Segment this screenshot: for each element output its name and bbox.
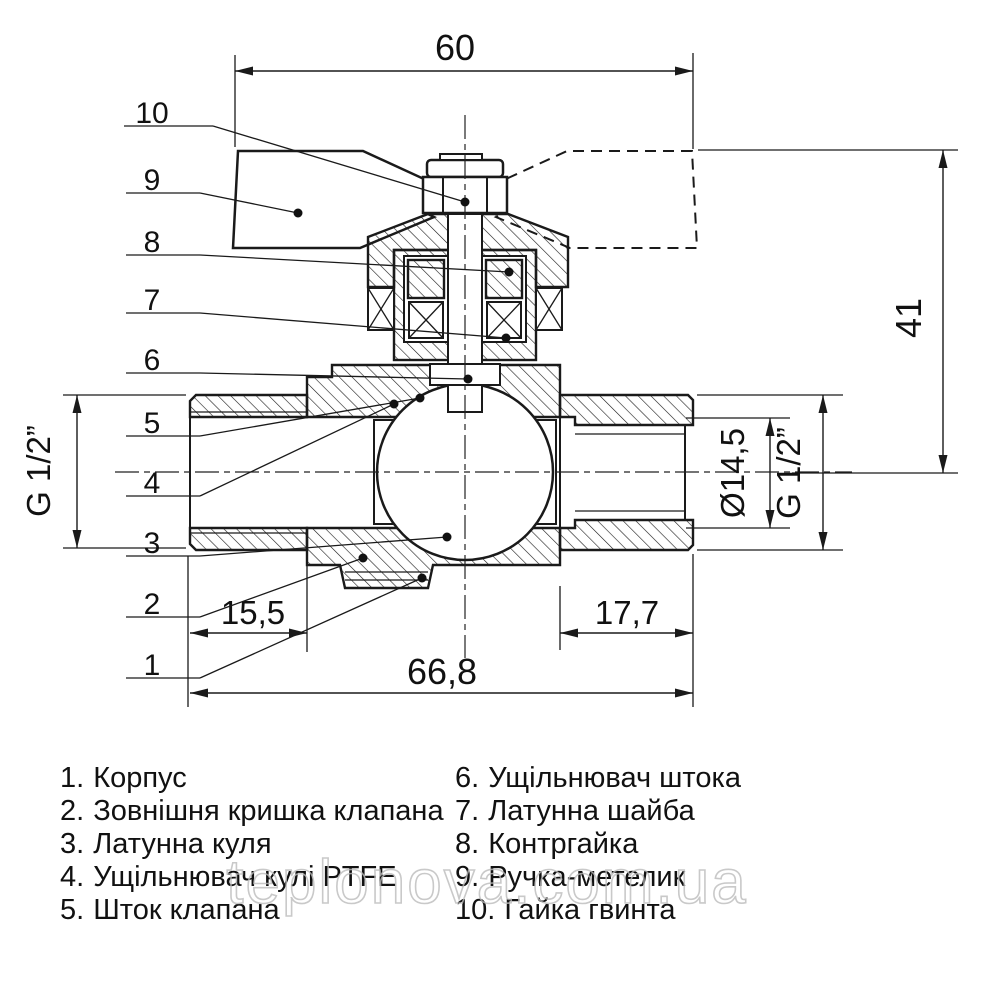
callout-5: 5 [126, 393, 425, 440]
screw-cap-boss [439, 153, 483, 161]
part-number: 2. [60, 795, 85, 827]
callout-9: 9 [126, 164, 303, 218]
parts-list-right-column: 6.Ущільнювач штока 7.Латунна шайба 8.Кон… [455, 762, 741, 927]
callout-number: 8 [144, 226, 161, 259]
callout-number: 9 [144, 164, 161, 197]
dimension-top-width: 60 [234, 27, 694, 149]
part-name: Латунна куля [93, 828, 272, 860]
callout-number: 2 [144, 588, 161, 621]
parts-list-item: 4.Ущільнювач кулі PTFE [60, 861, 444, 894]
callout-number: 5 [144, 407, 161, 440]
dimension-label-total-length: 66,8 [407, 651, 477, 692]
part-name: Контргайка [488, 828, 639, 860]
parts-list-item: 9.Ручка-метелик [455, 861, 741, 894]
part-name: Ущільнювач штока [488, 762, 741, 794]
parts-list-item: 7.Латунна шайба [455, 795, 741, 828]
parts-list-item: 1.Корпус [60, 762, 444, 795]
dimension-right-port-length: 17,7 [559, 586, 693, 650]
parts-list-item: 10.Гайка гвинта [455, 894, 741, 927]
part-number: 8. [455, 828, 480, 860]
dimension-height-to-handle: 41 [698, 149, 958, 474]
part-name: Латунна шайба [488, 795, 695, 827]
part-number: 6. [455, 762, 480, 794]
dimension-label-right-thread: G 1/2” [770, 427, 807, 519]
parts-list-item: 8.Контргайка [455, 828, 741, 861]
parts-list-item: 5.Шток клапана [60, 894, 444, 927]
dimension-bore-diameter: Ø14,5 [686, 417, 790, 529]
dimension-label-height-to-handle: 41 [888, 298, 929, 338]
callout-number: 6 [144, 344, 161, 377]
callout-number: 10 [135, 97, 168, 130]
part-name: Гайка гвинта [504, 894, 676, 926]
parts-list-item: 2.Зовнішня кришка клапана [60, 795, 444, 828]
part-number: 4. [60, 861, 85, 893]
callout-number: 7 [144, 284, 161, 317]
dimension-left-thread-length: 15,5 [190, 548, 308, 652]
parts-list-item: 6.Ущільнювач штока [455, 762, 741, 795]
dimension-label-right-port-length: 17,7 [595, 594, 659, 631]
callout-number: 4 [144, 467, 161, 500]
callout-3: 3 [126, 527, 452, 560]
callout-2: 2 [126, 553, 368, 621]
part-name: Шток клапана [93, 894, 280, 926]
packing-box-right [535, 287, 563, 331]
dimension-total-length: 66,8 [187, 554, 694, 707]
part-name: Корпус [93, 762, 187, 794]
part-number: 3. [60, 828, 85, 860]
callout-6: 6 [126, 344, 473, 384]
dimension-right-thread: G 1/2” [697, 394, 843, 551]
callout-4: 4 [126, 399, 399, 500]
part-name: Ручка-метелик [488, 861, 686, 893]
callout-number: 1 [144, 649, 161, 682]
packing-box-left [367, 287, 395, 331]
part-number: 5. [60, 894, 85, 926]
stem-seal-right [486, 301, 522, 339]
part-number: 9. [455, 861, 480, 893]
part-number: 10. [455, 894, 496, 926]
callout-10: 10 [124, 97, 470, 207]
parts-list-left-column: 1.Корпус 2.Зовнішня кришка клапана 3.Лат… [60, 762, 444, 927]
gland-bush-left [406, 258, 446, 300]
dimension-label-bore-diameter: Ø14,5 [714, 428, 751, 518]
gland-bush-right [484, 258, 524, 300]
dimension-label-left-thread-length: 15,5 [221, 594, 285, 631]
dimension-left-thread: G 1/2” [20, 394, 186, 549]
butterfly-handle-wing-dashed-position [493, 150, 699, 249]
dimension-label-left-thread: G 1/2” [20, 425, 57, 517]
part-name: Зовнішня кришка клапана [93, 795, 444, 827]
parts-list-item: 3.Латунна куля [60, 828, 444, 861]
callout-8: 8 [126, 226, 514, 277]
dimension-label-top-width: 60 [435, 27, 475, 68]
part-number: 7. [455, 795, 480, 827]
part-name: Ущільнювач кулі PTFE [93, 861, 397, 893]
callout-number: 3 [144, 527, 161, 560]
callout-7: 7 [126, 284, 511, 343]
part-number: 1. [60, 762, 85, 794]
callout-1: 1 [126, 573, 427, 682]
